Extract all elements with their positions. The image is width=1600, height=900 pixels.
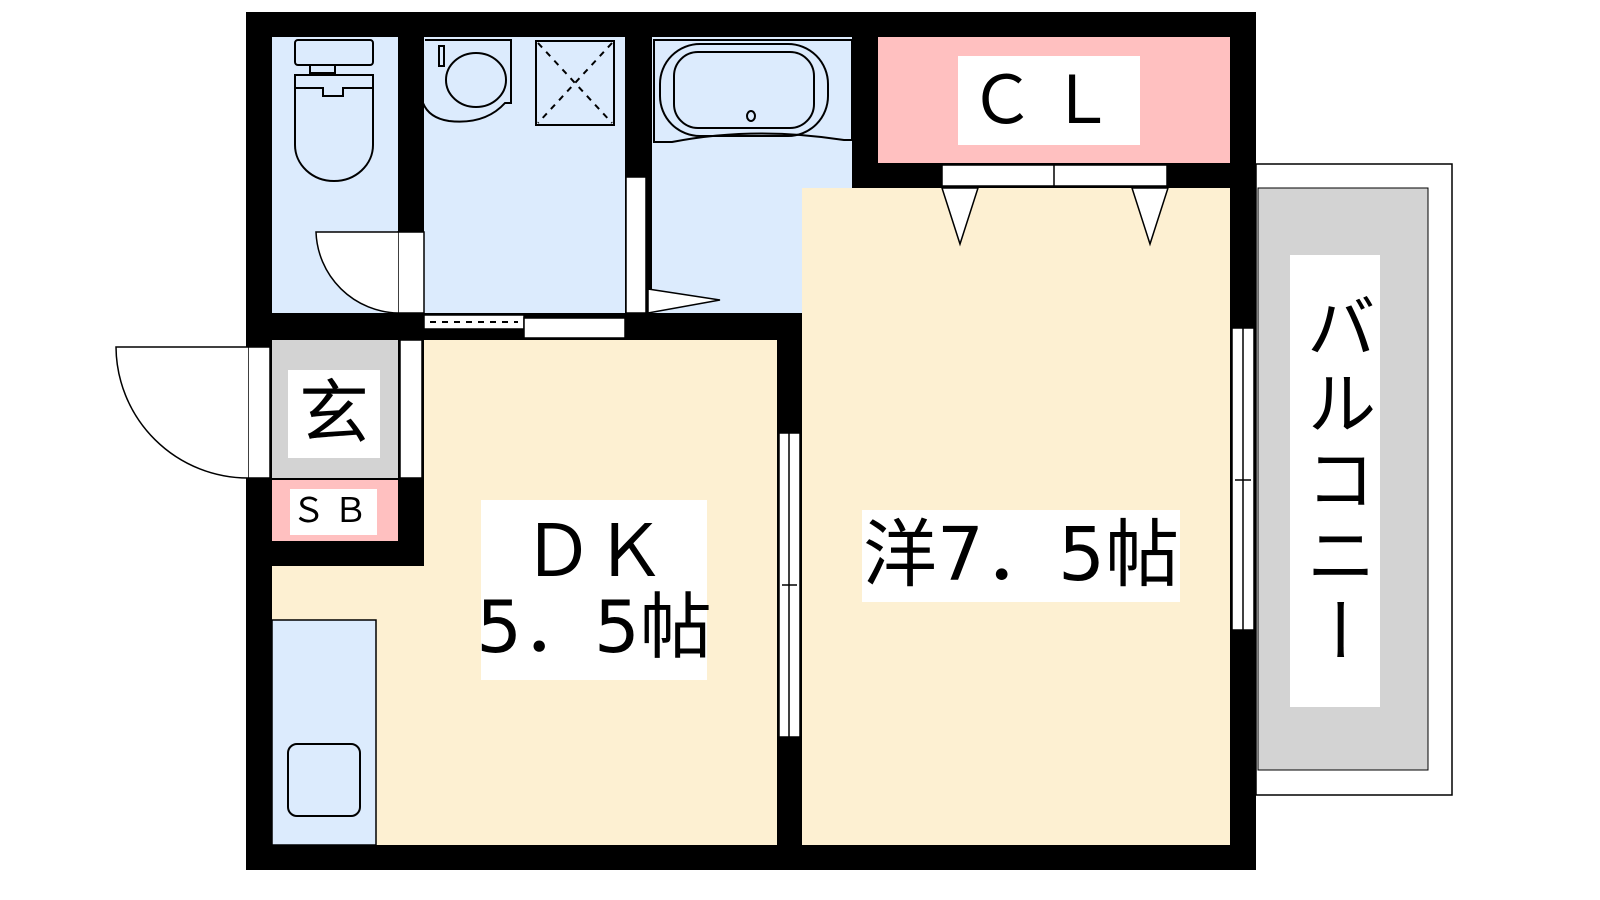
shoe-box-label: ＳＢ [290, 489, 377, 535]
washing-machine-pan-icon [535, 40, 615, 126]
stove-icon [287, 743, 361, 817]
kitchen-counter [271, 619, 377, 846]
closet-label: ＣＬ [958, 56, 1140, 145]
dk-size: 5．5帖 [476, 585, 712, 669]
washroom-sliding-door[interactable] [423, 314, 626, 339]
dk-label: ＤＫ 5．5帖 [476, 500, 712, 680]
bathroom-door[interactable] [625, 176, 721, 314]
washroom [424, 37, 625, 313]
entrance-door[interactable] [115, 339, 423, 479]
dk-western-sliding-door[interactable] [778, 432, 801, 738]
toilet-door[interactable] [315, 231, 425, 314]
western-room-label: 洋7．5帖 [862, 510, 1180, 602]
closet-doors[interactable] [940, 164, 1170, 247]
balcony-window[interactable] [1231, 327, 1255, 631]
sink-icon [417, 39, 512, 123]
balcony-label: バルコニー [1290, 255, 1380, 707]
dk-name: ＤＫ [521, 509, 666, 594]
toilet-icon [294, 39, 374, 182]
entrance-label: 玄 [288, 370, 380, 458]
bathtub-icon [653, 39, 853, 143]
